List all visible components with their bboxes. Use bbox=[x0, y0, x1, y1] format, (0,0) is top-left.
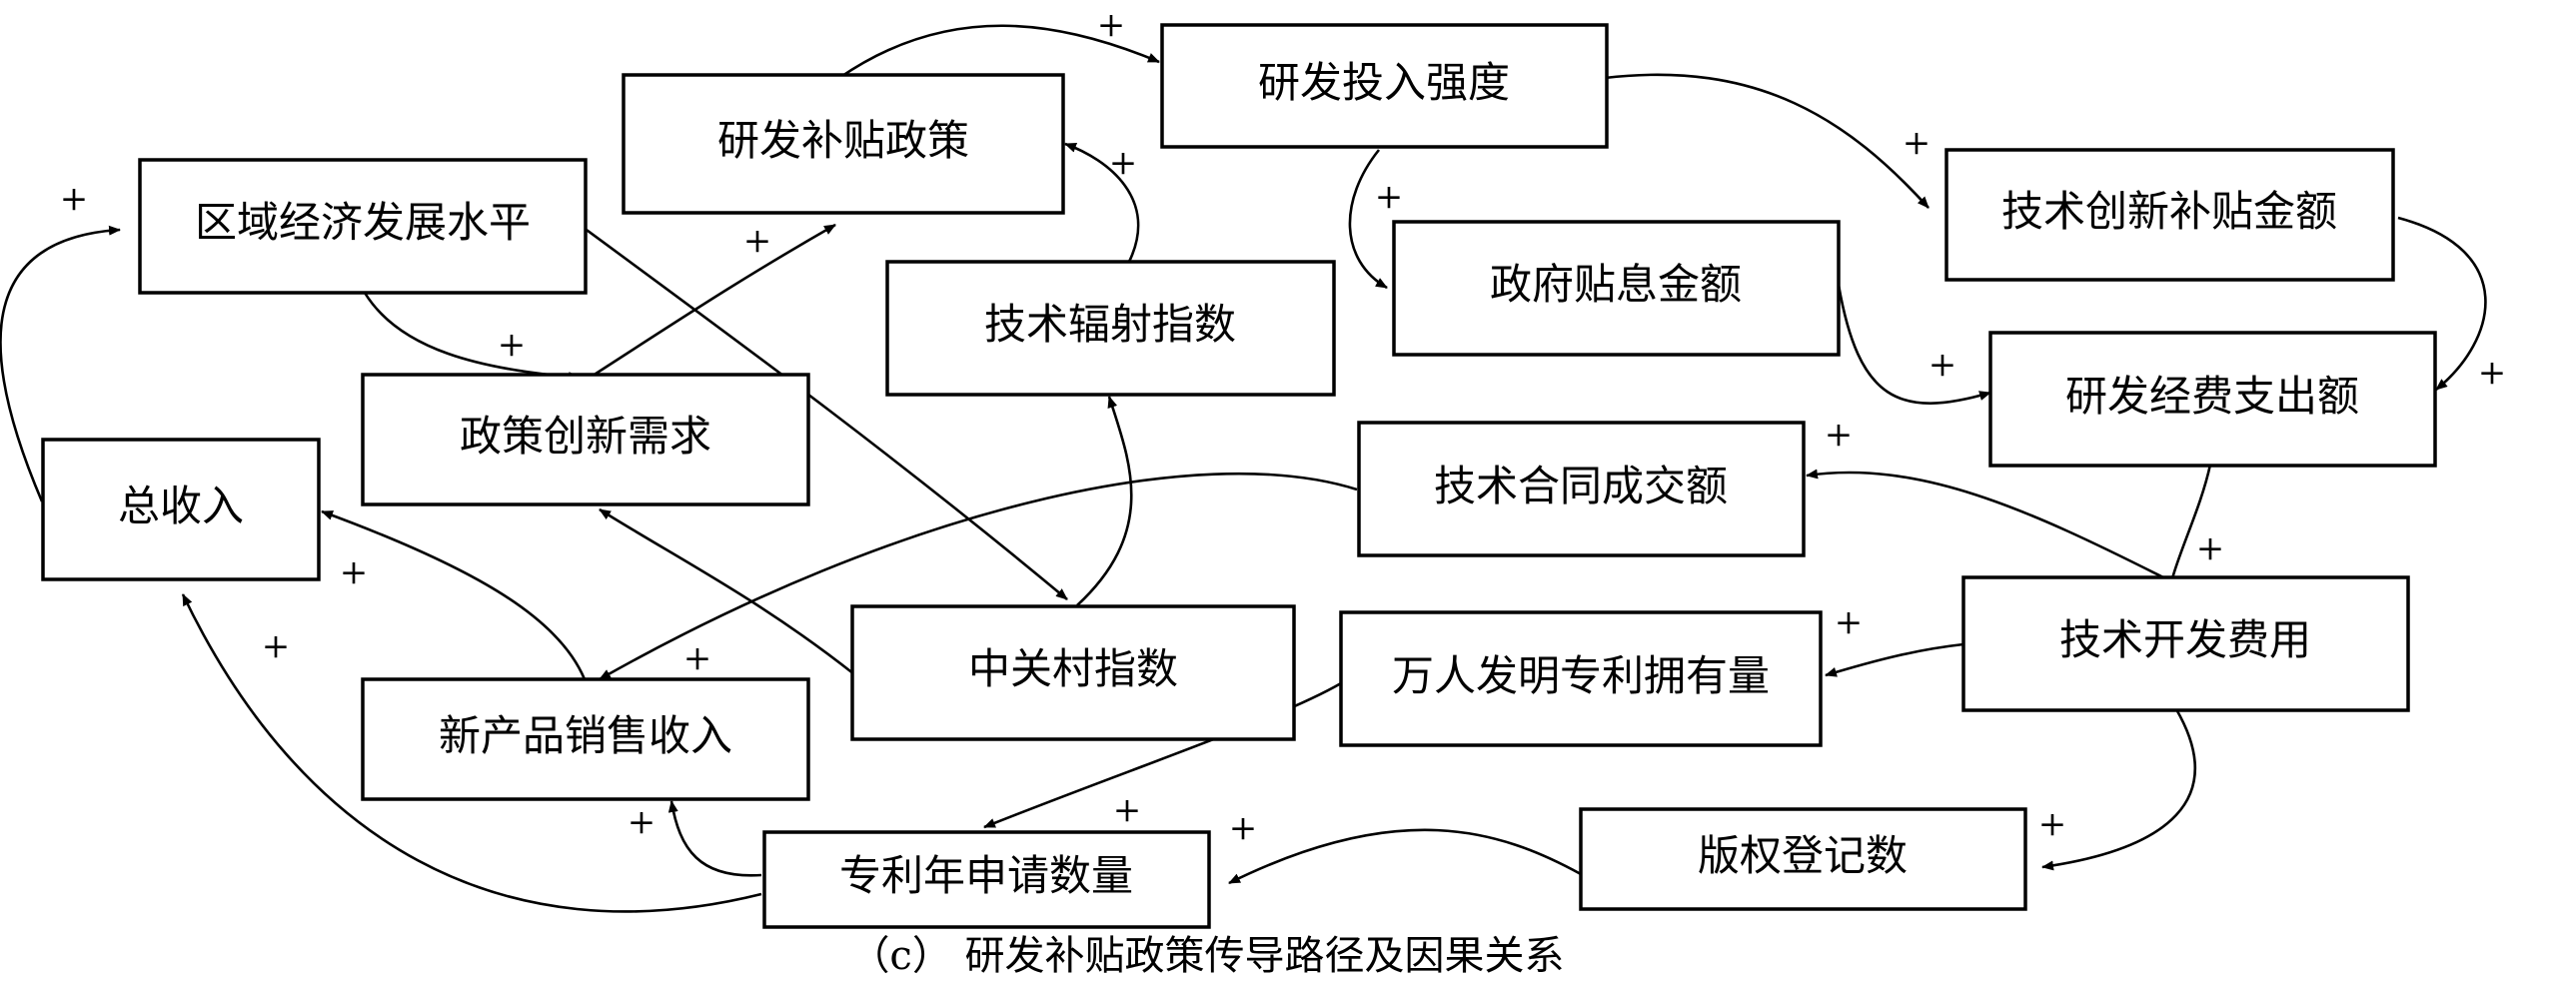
figure-caption: （c） 研发补贴政策传导路径及因果关系 bbox=[849, 933, 1564, 979]
node-patent-applications: 专利年申请数量 bbox=[762, 830, 1211, 929]
node-total-revenue-label: 总收入 bbox=[118, 482, 244, 530]
edge-zgc-index-to-policy-demand bbox=[599, 507, 855, 676]
sign-gov-interest-to-rd-expenditure: + bbox=[1929, 345, 1957, 385]
sign-patent-applications-to-total-revenue: + bbox=[262, 626, 291, 666]
sign-patent-applications-to-new-product-sales: + bbox=[628, 802, 656, 842]
edge-rd-intensity-to-tech-innov-subsidy bbox=[1604, 73, 1930, 209]
sign-tech-dev-cost-to-patents: + bbox=[1835, 602, 1864, 642]
node-policy-innov-demand-label: 政策创新需求 bbox=[460, 412, 711, 461]
node-patent-applications-label: 专利年申请数量 bbox=[839, 851, 1133, 900]
edge-regional-econ-to-policy-demand bbox=[363, 292, 581, 383]
edge-copyright-to-patent-applications bbox=[1228, 828, 1582, 885]
node-gov-interest-subsidy-label: 政府贴息金额 bbox=[1490, 260, 1742, 309]
sign-patents-to-patent-applications: + bbox=[1113, 790, 1142, 830]
sign-tech-dev-cost-to-tech-contract: + bbox=[1825, 415, 1854, 455]
sign-regional-econ-to-policy-demand: + bbox=[498, 325, 527, 365]
edge-policy-demand-to-rd-subsidy bbox=[589, 223, 836, 380]
edge-gov-interest-to-rd-expenditure bbox=[1837, 284, 1991, 405]
edge-rd-subsidy-to-rd-intensity bbox=[838, 24, 1160, 80]
edges bbox=[0, 24, 2487, 913]
sign-new-product-sales-to-total-revenue: + bbox=[340, 552, 369, 592]
sign-total-revenue-to-regional-econ: + bbox=[60, 179, 89, 219]
sign-copyright-to-patent-applications: + bbox=[1229, 808, 1258, 848]
node-tech-dev-cost-label: 技术开发费用 bbox=[2059, 615, 2311, 664]
nodes: 研发补贴政策 研发投入强度 区域经济发展水平 技术创新补贴金额 政府贴息金额 技… bbox=[41, 23, 2437, 929]
edge-patents-to-patent-applications bbox=[983, 681, 1342, 829]
node-tech-innov-subsidy-label: 技术创新补贴金额 bbox=[2001, 187, 2337, 236]
node-policy-innov-demand: 政策创新需求 bbox=[361, 373, 810, 506]
edge-tech-contract-to-new-product-sales bbox=[599, 472, 1358, 681]
sign-policy-demand-to-rd-subsidy: + bbox=[743, 221, 772, 261]
edge-tech-dev-cost-to-tech-contract bbox=[1806, 469, 2164, 579]
node-rd-intensity-label: 研发投入强度 bbox=[1258, 58, 1510, 107]
sign-tech-radiation-to-rd-subsidy: + bbox=[1109, 143, 1138, 183]
sign-rd-intensity-to-tech-innov-subsidy: + bbox=[1903, 123, 1932, 163]
node-rd-subsidy-policy-label: 研发补贴政策 bbox=[717, 116, 969, 165]
node-tech-innov-subsidy: 技术创新补贴金额 bbox=[1944, 148, 2395, 282]
node-zgc-index: 中关村指数 bbox=[850, 604, 1296, 741]
node-tech-contract: 技术合同成交额 bbox=[1357, 421, 1806, 557]
node-rd-expenditure-label: 研发经费支出额 bbox=[2065, 372, 2359, 421]
node-total-revenue: 总收入 bbox=[41, 438, 321, 581]
edge-total-revenue-to-regional-econ bbox=[0, 225, 121, 502]
edge-tech-innov-subsidy-to-rd-expenditure bbox=[2397, 216, 2487, 392]
sign-tech-contract-to-new-product-sales: + bbox=[683, 638, 712, 678]
sign-rd-intensity-to-gov-interest: + bbox=[1375, 177, 1404, 217]
edge-regional-econ-to-zgc-index bbox=[579, 223, 1068, 600]
node-copyright-reg: 版权登记数 bbox=[1579, 807, 2027, 911]
node-new-product-sales-label: 新产品销售收入 bbox=[439, 711, 732, 760]
edge-tech-dev-cost-to-patents bbox=[1825, 642, 1964, 677]
node-tech-radiation-label: 技术辐射指数 bbox=[984, 300, 1236, 349]
node-tech-dev-cost: 技术开发费用 bbox=[1961, 575, 2410, 712]
node-patents-per-10k: 万人发明专利拥有量 bbox=[1339, 610, 1823, 747]
sign-rd-expenditure-to-tech-dev-cost: + bbox=[2196, 528, 2225, 568]
edge-new-product-sales-to-total-revenue bbox=[321, 509, 587, 680]
edge-rd-intensity-to-gov-interest bbox=[1348, 149, 1388, 290]
node-tech-radiation: 技术辐射指数 bbox=[885, 260, 1336, 397]
edge-signs: + + + + + + + + + + + + + + + + + + + bbox=[60, 5, 2507, 848]
edge-tech-radiation-to-rd-subsidy bbox=[1064, 142, 1140, 263]
sign-tech-innov-subsidy-to-rd-expenditure: + bbox=[2478, 353, 2507, 393]
node-patents-per-10k-label: 万人发明专利拥有量 bbox=[1392, 651, 1770, 700]
sign-rd-subsidy-to-rd-intensity: + bbox=[1097, 5, 1126, 45]
node-new-product-sales: 新产品销售收入 bbox=[361, 677, 810, 801]
edge-patent-applications-to-new-product-sales bbox=[667, 800, 762, 877]
edge-zgc-index-to-tech-radiation bbox=[1076, 396, 1133, 606]
node-gov-interest-subsidy: 政府贴息金额 bbox=[1392, 220, 1841, 357]
sign-tech-dev-cost-to-copyright: + bbox=[2038, 804, 2067, 844]
node-rd-subsidy-policy: 研发补贴政策 bbox=[622, 73, 1065, 215]
node-copyright-reg-label: 版权登记数 bbox=[1698, 831, 1908, 880]
node-zgc-index-label: 中关村指数 bbox=[968, 644, 1178, 693]
node-rd-expenditure: 研发经费支出额 bbox=[1988, 331, 2437, 468]
edge-patent-applications-to-total-revenue bbox=[181, 593, 762, 913]
node-rd-intensity: 研发投入强度 bbox=[1160, 23, 1609, 149]
node-regional-econ: 区域经济发展水平 bbox=[138, 158, 588, 295]
edge-tech-dev-cost-to-copyright bbox=[2041, 708, 2196, 871]
node-tech-contract-label: 技术合同成交额 bbox=[1434, 462, 1728, 510]
node-regional-econ-label: 区域经济发展水平 bbox=[195, 198, 531, 247]
